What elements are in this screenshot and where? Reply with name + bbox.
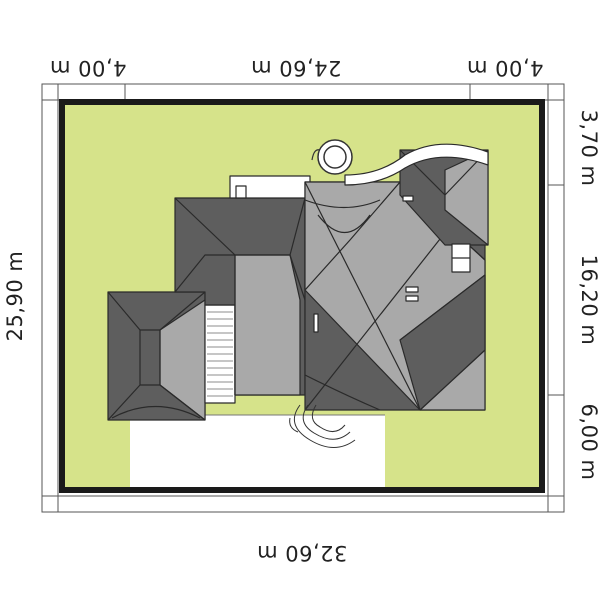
skylight-4: [313, 313, 319, 333]
dim-right-middle: 16,20 m: [577, 255, 600, 346]
house-roof: [107, 143, 489, 421]
small-arc: [311, 149, 321, 161]
stair-treads: [207, 311, 233, 397]
dim-top-center: 24,60 m: [251, 56, 342, 80]
dim-right-top: 3,70 m: [577, 110, 600, 187]
dim-top-left: 4,00 m: [50, 56, 127, 80]
round-feature-inner: [323, 145, 347, 169]
central-roof-light: [234, 254, 301, 396]
paved-area: [130, 415, 385, 488]
skylight-1: [402, 195, 414, 202]
entrance-steps: [289, 404, 356, 448]
plot-boundary: [59, 99, 545, 493]
skylight-2: [405, 286, 419, 293]
skylight-3: [405, 295, 419, 302]
dim-top-right: 4,00 m: [467, 56, 544, 80]
top-terrace: [344, 143, 489, 186]
right-dormer-roof: [399, 274, 486, 411]
dim-right-bottom: 6,00 m: [577, 404, 600, 481]
dim-bottom: 32,60 m: [257, 541, 348, 565]
dim-left: 25,90 m: [3, 251, 27, 342]
